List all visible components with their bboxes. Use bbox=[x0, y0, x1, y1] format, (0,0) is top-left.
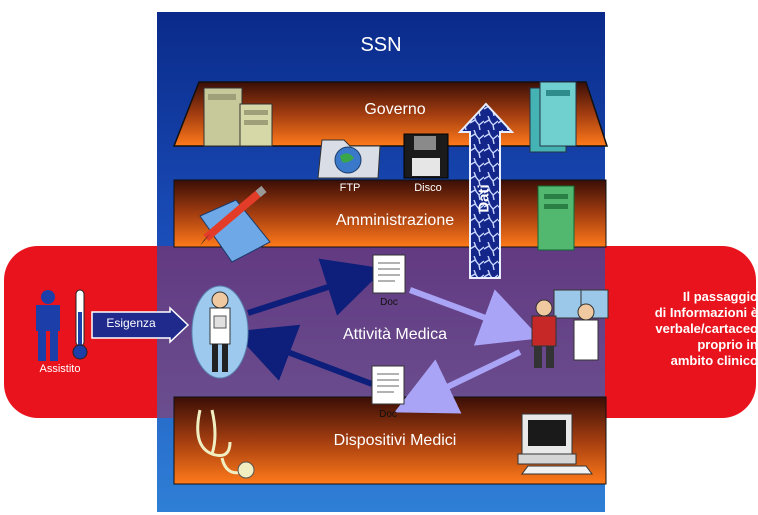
doc-bottom-label: Doc bbox=[379, 409, 397, 420]
document-top-icon bbox=[372, 254, 406, 294]
doc-top-label: Doc bbox=[380, 297, 398, 308]
side-caption-line-3: verbale/cartaceo bbox=[655, 321, 758, 336]
side-caption: Il passaggio di Informazioni è verbale/c… bbox=[612, 289, 758, 369]
thermometer-icon bbox=[72, 289, 88, 360]
doctor-icon bbox=[191, 285, 249, 379]
disco-label: Disco bbox=[414, 182, 442, 194]
ftp-folder-icon bbox=[317, 139, 381, 179]
floppy-disk-icon bbox=[403, 133, 449, 179]
esigenza-label: Esigenza bbox=[106, 316, 156, 330]
server-governo-left-icon bbox=[203, 87, 273, 147]
pen-paper-icon bbox=[199, 185, 271, 263]
dati-arrow bbox=[457, 102, 515, 279]
side-caption-line-5: ambito clinico bbox=[670, 353, 758, 368]
side-caption-line-1: Il passaggio bbox=[682, 289, 758, 304]
band-label-amministrazione: Amministrazione bbox=[335, 212, 455, 229]
document-bottom-icon bbox=[371, 365, 405, 405]
medical-team-icon bbox=[531, 289, 609, 368]
band-label-dispositivi: Dispositivi Medici bbox=[333, 432, 457, 449]
stethoscope-icon bbox=[196, 409, 255, 479]
person-icon bbox=[36, 290, 60, 361]
esigenza-arrow bbox=[91, 306, 190, 344]
assistito-label: Assistito bbox=[39, 363, 81, 375]
ftp-label: FTP bbox=[339, 182, 361, 194]
server-amministrazione-icon bbox=[537, 185, 575, 251]
server-governo-right-icon bbox=[529, 81, 577, 153]
computer-icon bbox=[517, 413, 593, 475]
side-caption-line-2: di Informazioni è bbox=[654, 305, 758, 320]
band-label-attivita: Attività Medica bbox=[342, 326, 448, 343]
side-caption-line-4: proprio in bbox=[697, 337, 758, 352]
panel-title: SSN bbox=[360, 34, 402, 56]
band-label-governo: Governo bbox=[364, 101, 426, 118]
